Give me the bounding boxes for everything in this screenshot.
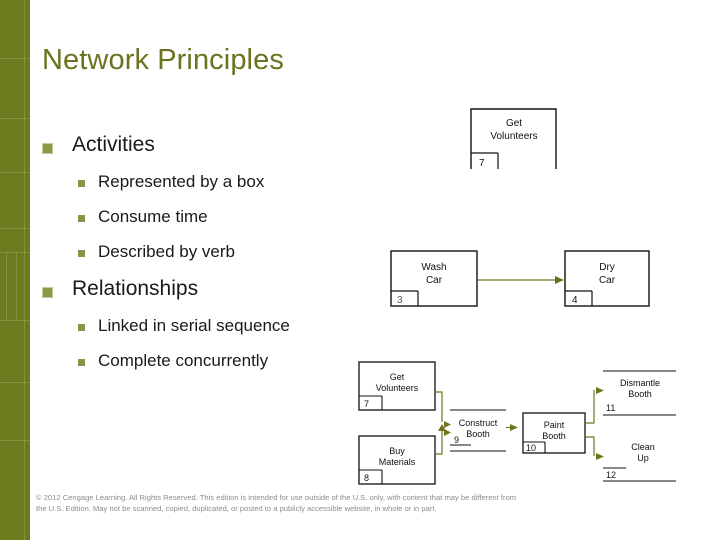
band-divider	[0, 252, 30, 253]
diagram-single-activity: Get Volunteers 7	[470, 108, 560, 170]
band-divider	[0, 58, 30, 59]
single-activity-svg: Get Volunteers 7	[470, 108, 557, 169]
square-bullet-icon	[78, 215, 85, 222]
diagram-serial-pair: Wash Car 3 Dry Car 4	[390, 250, 650, 308]
node-id: 9	[454, 435, 459, 445]
node-line-1: Paint	[544, 420, 565, 430]
square-bullet-icon	[78, 359, 85, 366]
sub-bullet-label: Complete concurrently	[98, 351, 269, 370]
node-id: 11	[606, 403, 615, 413]
node-id: 3	[397, 295, 403, 306]
network-connectors	[435, 390, 595, 456]
network-node-construct-booth: Construct Booth 9	[450, 409, 506, 452]
node-line-2: Booth	[628, 389, 652, 399]
band-divider	[0, 228, 30, 229]
network-node-clean-up: Clean Up 12	[603, 442, 676, 482]
node-line-1: Dry	[599, 262, 615, 273]
sub-bullet-label: Described by verb	[98, 242, 236, 261]
sub-bullet-complete-concurrently: Complete concurrently	[78, 351, 458, 377]
sub-bullet-label: Consume time	[98, 207, 208, 226]
bullet-label: Relationships	[72, 277, 199, 300]
square-bullet-icon	[78, 180, 85, 187]
band-divider-vertical	[24, 0, 25, 540]
node-line-1: Dismantle	[620, 378, 660, 388]
diagram-network: Get Volunteers 7 Buy Materials 8 Constru…	[358, 358, 688, 488]
sub-bullet-label: Linked in serial sequence	[98, 316, 290, 335]
band-divider	[0, 118, 30, 119]
serial-pair-svg: Wash Car 3 Dry Car 4	[390, 250, 650, 307]
network-node-get-volunteers: Get Volunteers 7	[358, 361, 436, 411]
node-line-2: Volunteers	[490, 131, 537, 142]
bullet-relationships: Relationships	[42, 277, 442, 307]
node-id: 12	[606, 470, 616, 480]
node-line-2: Booth	[466, 429, 490, 439]
sub-bullet-linked-in-serial-sequence: Linked in serial sequence	[78, 316, 458, 342]
band-divider	[0, 440, 30, 441]
node-line-2: Up	[637, 453, 649, 463]
node-line-1: Buy	[389, 446, 405, 456]
node-line-2: Booth	[542, 431, 566, 441]
node-line-2: Materials	[379, 457, 416, 467]
sub-bullet-consume-time: Consume time	[78, 207, 458, 233]
node-line-1: Get	[390, 372, 405, 382]
node-line-1: Construct	[459, 418, 498, 428]
node-line-2: Volunteers	[376, 383, 419, 393]
node-id: 7	[479, 158, 485, 169]
footer-line-2: the U.S. Edition. May not be scanned, co…	[36, 504, 437, 513]
sub-bullet-label: Represented by a box	[98, 172, 265, 191]
square-bullet-icon	[42, 287, 53, 298]
bullet-activities: Activities	[42, 133, 442, 163]
band-divider	[0, 172, 30, 173]
node-id: 10	[526, 443, 536, 453]
band-divider-vertical	[16, 252, 17, 320]
node-id: 7	[364, 399, 369, 409]
square-bullet-icon	[78, 250, 85, 257]
network-node-dismantle-booth: Dismantle Booth 11	[603, 370, 676, 416]
slide-accent-band	[0, 0, 30, 540]
node-line-1: Clean	[631, 442, 655, 452]
node-line-2: Car	[599, 275, 616, 286]
copyright-footer: © 2012 Cengage Learning. All Rights Rese…	[36, 492, 684, 514]
network-node-paint-booth: Paint Booth 10	[522, 412, 586, 454]
node-id: 4	[572, 295, 578, 306]
node-line-2: Car	[426, 275, 443, 286]
sub-bullet-represented-by-a-box: Represented by a box	[78, 172, 458, 198]
sub-bullet-described-by-verb: Described by verb	[78, 242, 458, 268]
node-line-1: Wash	[421, 262, 446, 273]
network-node-buy-materials: Buy Materials 8	[358, 435, 436, 485]
footer-line-1: © 2012 Cengage Learning. All Rights Rese…	[36, 493, 517, 502]
slide-title: Network Principles	[42, 44, 284, 76]
band-divider	[0, 320, 30, 321]
square-bullet-icon	[78, 324, 85, 331]
band-divider	[0, 382, 30, 383]
square-bullet-icon	[42, 143, 53, 154]
network-svg: Get Volunteers 7 Buy Materials 8 Constru…	[358, 361, 676, 485]
node-line-1: Get	[506, 118, 522, 129]
band-divider-vertical	[6, 252, 7, 320]
node-id: 8	[364, 473, 369, 483]
bullet-label: Activities	[72, 133, 155, 156]
